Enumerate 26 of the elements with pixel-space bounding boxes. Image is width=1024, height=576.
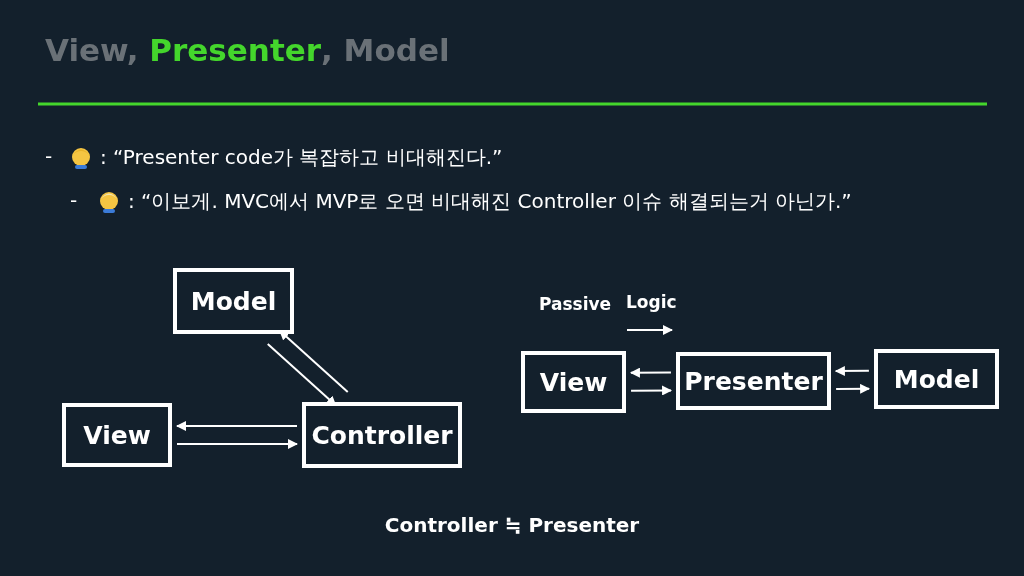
caption-label: Logic [626,292,677,312]
arrow [630,385,673,396]
box-label: Controller [311,420,453,450]
component-box [874,349,999,409]
box-label: Model [893,364,980,394]
box-label: Model [190,286,277,316]
component-box [62,403,172,467]
caption-label: Passive [539,294,612,314]
speech-quote: : “Presenter code가 복잡하고 비대해진다.” [100,144,503,171]
box-label: View [83,420,151,450]
speech-quote: : “이보게. MVC에서 MVP로 오면 비대해진 Controller 이슈 해결되는거 아닌가.” [128,188,852,215]
summary-text: Controller ≒ Presenter [384,513,640,537]
bullet-dash: - [70,188,78,212]
slide-title: View, Presenter, Model [45,32,450,68]
arrow [834,366,870,376]
component-box [676,352,831,410]
arrow [176,439,298,449]
component-box [521,351,626,413]
arrow [176,421,298,431]
bullet-dash: - [45,144,53,168]
box-label: Presenter [684,366,823,396]
arrow [835,383,871,394]
arrow [629,367,672,378]
box-label: View [539,367,608,397]
component-box [302,402,462,468]
component-box [173,268,294,334]
